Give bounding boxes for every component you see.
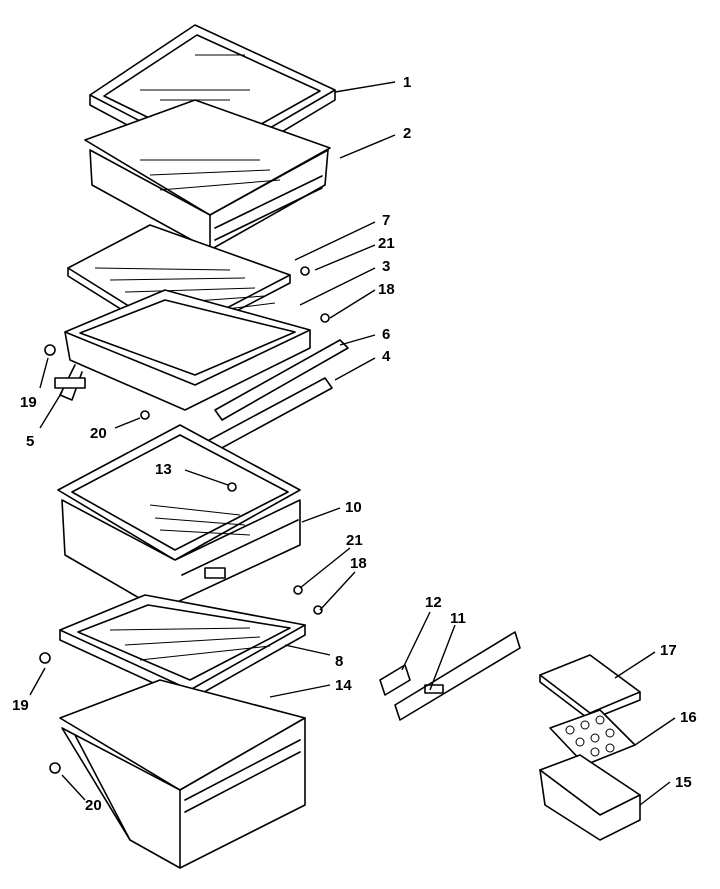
callout-17: 17 (660, 642, 677, 659)
leader-arrows (29, 81, 676, 806)
part-10-meat-pan (57, 424, 301, 611)
callout-20-b: 20 (85, 797, 102, 814)
callout-18-b: 18 (350, 555, 367, 572)
part-2-upper-pan (84, 99, 331, 251)
part-3-shelf-frame (54, 289, 311, 411)
callout-19: 19 (20, 394, 37, 411)
callout-6: 6 (382, 326, 390, 343)
callout-14: 14 (335, 677, 352, 694)
callout-7: 7 (382, 212, 390, 229)
callout-15: 15 (675, 774, 692, 791)
callout-20: 20 (90, 425, 107, 442)
callout-8: 8 (335, 653, 343, 670)
callout-11: 11 (450, 610, 466, 627)
callout-2: 2 (403, 125, 411, 142)
callout-10: 10 (345, 499, 362, 516)
callout-16: 16 (680, 709, 697, 726)
part-16-egg-tray (549, 709, 636, 766)
callout-labels: 1 2 7 21 3 18 6 4 19 5 20 13 10 21 18 12… (12, 74, 697, 814)
part-17-egg-lid (539, 654, 641, 721)
part-15-egg-container (539, 754, 641, 841)
callout-5: 5 (26, 433, 34, 450)
part-8-crisper-cover (59, 594, 306, 701)
part-11-bracket (394, 631, 521, 721)
callout-19-b: 19 (12, 697, 29, 714)
callout-3: 3 (382, 258, 390, 275)
fasteners (39, 266, 330, 774)
part-12-slide (379, 664, 411, 696)
callout-4: 4 (382, 348, 391, 365)
part-6-rail (214, 339, 349, 421)
callout-12: 12 (425, 594, 442, 611)
callout-18: 18 (378, 281, 395, 298)
callout-21: 21 (378, 235, 395, 252)
part-14-crisper-pan (59, 679, 306, 869)
callout-21-b: 21 (346, 532, 363, 549)
callout-13: 13 (155, 461, 172, 478)
callout-1: 1 (403, 74, 411, 91)
